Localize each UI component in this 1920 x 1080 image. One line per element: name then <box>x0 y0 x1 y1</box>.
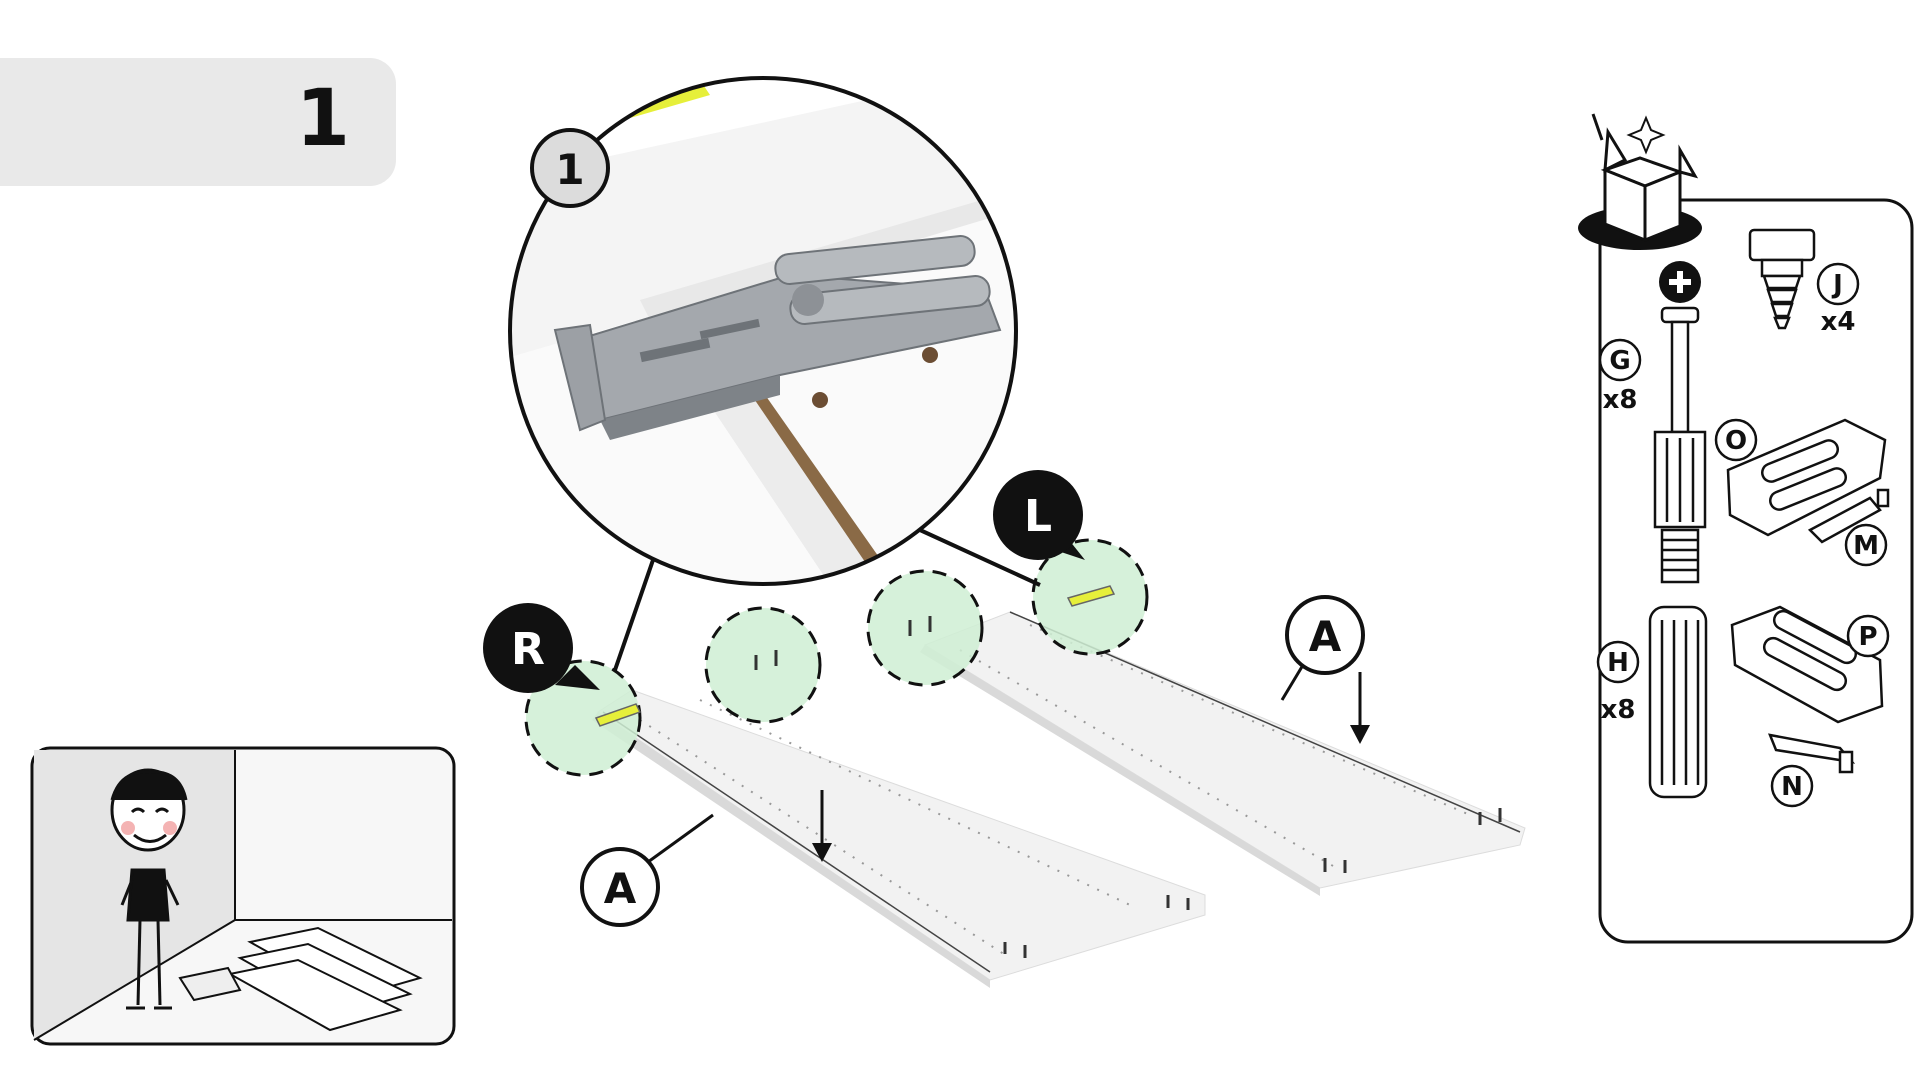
callout-l-label: L <box>1024 491 1052 542</box>
part-o-icon <box>1726 418 1887 537</box>
callout-detail-label: 1 <box>555 145 584 194</box>
callout-a-left-label: A <box>604 864 637 913</box>
new-parts-box-icon <box>1578 113 1702 250</box>
callout-l: L <box>993 470 1085 560</box>
part-label-p: P <box>1846 614 1890 658</box>
parts-panel: J x4 G x8 H x8 O M P N <box>1578 113 1914 944</box>
fitting-r-icon <box>594 703 642 727</box>
svg-text:J: J <box>1831 270 1843 300</box>
floor-panels-icon <box>178 926 423 1032</box>
svg-text:N: N <box>1781 772 1803 802</box>
svg-text:O: O <box>1725 426 1747 456</box>
part-qty-h: x8 <box>1601 695 1636 725</box>
part-qty-j: x4 <box>1821 307 1856 337</box>
part-label-m: M <box>1844 523 1888 567</box>
part-label-n: N <box>1770 764 1814 808</box>
plus-icon <box>1659 261 1701 303</box>
person-inset <box>30 746 456 1046</box>
callout-r-label: R <box>511 624 545 675</box>
part-label-o: O <box>1714 418 1758 462</box>
step-tab: 1 <box>0 58 396 186</box>
part-n-icon <box>1767 733 1856 774</box>
callout-detail-1: 1 <box>530 128 610 208</box>
zone-3 <box>866 569 984 687</box>
fitting-l-icon <box>1066 585 1116 607</box>
part-m-icon <box>1807 488 1890 544</box>
svg-text:H: H <box>1607 648 1629 678</box>
part-label-h: H x8 <box>1596 640 1640 725</box>
part-label-j: J x4 <box>1816 262 1860 337</box>
callout-r: R <box>483 603 600 693</box>
part-qty-g: x8 <box>1603 385 1638 415</box>
fitting-metal-icon <box>553 235 1002 440</box>
panel-a-left <box>592 689 1206 988</box>
panel-a-right <box>920 611 1526 896</box>
part-j-icon <box>1748 228 1816 330</box>
part-p-icon <box>1730 605 1884 724</box>
part-label-g: G x8 <box>1598 338 1642 415</box>
step-number: 1 <box>295 74 350 164</box>
part-g-icon <box>1653 306 1707 584</box>
zoom-detail <box>508 76 1041 671</box>
person-with-panels-icon <box>110 768 188 1010</box>
callout-a-right: A <box>1280 595 1365 701</box>
part-h-icon <box>1648 605 1708 799</box>
zone-2 <box>704 606 822 724</box>
callout-a-left: A <box>580 813 714 927</box>
zone-r <box>524 659 642 777</box>
svg-text:G: G <box>1609 346 1630 376</box>
callout-a-right-label: A <box>1309 612 1342 661</box>
svg-text:P: P <box>1858 622 1877 652</box>
svg-text:M: M <box>1853 531 1879 561</box>
